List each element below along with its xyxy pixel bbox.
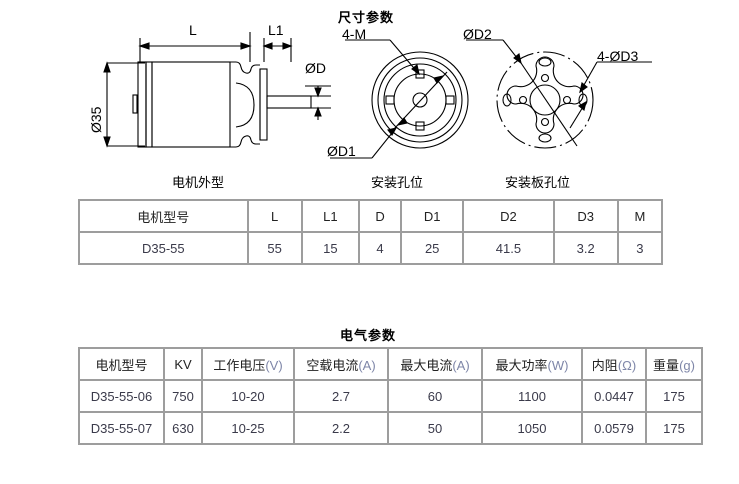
electrical-header-cell-0: 电机型号: [80, 349, 163, 379]
header-unit: (W): [547, 357, 569, 373]
electrical-header-cell-6: 内阻(Ω): [583, 349, 645, 379]
caption-mounting-holes: 安装孔位: [371, 175, 424, 190]
header-unit: (g): [679, 357, 695, 373]
label-body-diameter: Ø35: [88, 106, 104, 133]
label-D2: ØD2: [463, 26, 492, 42]
dimension-cell-0-0: D35-55: [80, 233, 247, 263]
dimension-cell-0-4: 25: [402, 233, 463, 263]
dimension-cell-0-1: 55: [248, 233, 301, 263]
dimension-header-cell-4: D1: [402, 201, 463, 231]
dimension-cell-0-2: 15: [302, 233, 358, 263]
dimension-header-cell-3: D: [359, 201, 401, 231]
dimension-header-cell-1: L: [248, 201, 301, 231]
label-length-L: L: [189, 22, 197, 38]
electrical-cell-1-5: 1050: [483, 413, 581, 443]
dimension-cell-0-7: 3: [618, 233, 661, 263]
dimension-header-cell-6: D3: [554, 201, 617, 231]
electrical-cell-0-1: 750: [165, 381, 201, 411]
electrical-cell-1-2: 10-25: [203, 413, 293, 443]
technical-drawing-svg: [103, 32, 652, 159]
electrical-header-cell-3: 空载电流(A): [295, 349, 387, 379]
dimension-section-title: 尺寸参数: [338, 10, 395, 25]
dimension-header-cell-5: D2: [464, 201, 553, 231]
electrical-header-cell-4: 最大电流(A): [389, 349, 481, 379]
label-4-D3: 4-ØD3: [597, 48, 639, 64]
header-unit: (A): [452, 357, 470, 373]
electrical-cell-1-7: 175: [647, 413, 701, 443]
electrical-header-cell-7: 重量(g): [647, 349, 701, 379]
electrical-cell-0-7: 175: [647, 381, 701, 411]
electrical-header-cell-1: KV: [165, 349, 201, 379]
electrical-cell-0-0: D35-55-06: [80, 381, 163, 411]
electrical-cell-0-3: 2.7: [295, 381, 387, 411]
label-shaft-diameter: ØD: [305, 60, 326, 76]
technical-drawing-area: 尺寸参数 L L1 Ø35 ØD 4-M ØD1 ØD2 4-ØD3 电机外型 …: [0, 0, 739, 196]
dimension-cell-0-5: 41.5: [464, 233, 553, 263]
header-unit: (Ω): [617, 357, 637, 373]
electrical-cell-0-4: 60: [389, 381, 481, 411]
label-4-M: 4-M: [342, 26, 367, 42]
electrical-header-cell-5: 最大功率(W): [483, 349, 581, 379]
caption-mounting-plate-holes: 安装板孔位: [505, 175, 571, 190]
electrical-cell-1-4: 50: [389, 413, 481, 443]
label-D1: ØD1: [327, 143, 356, 159]
electrical-section-title: 电气参数: [340, 328, 397, 343]
dimension-header-cell-0: 电机型号: [80, 201, 247, 231]
dimension-cell-0-3: 4: [359, 233, 401, 263]
electrical-cell-0-2: 10-20: [203, 381, 293, 411]
electrical-cell-1-0: D35-55-07: [80, 413, 163, 443]
dimension-header-cell-2: L1: [302, 201, 358, 231]
dimension-cell-0-6: 3.2: [554, 233, 617, 263]
dimension-header-cell-7: M: [618, 201, 661, 231]
electrical-cell-0-5: 1100: [483, 381, 581, 411]
header-unit: (A): [358, 357, 376, 373]
electrical-header-cell-2: 工作电压(V): [203, 349, 293, 379]
electrical-cell-0-6: 0.0447: [583, 381, 645, 411]
electrical-cell-1-3: 2.2: [295, 413, 387, 443]
label-length-L1: L1: [268, 22, 284, 38]
electrical-cell-1-6: 0.0579: [583, 413, 645, 443]
electrical-cell-1-1: 630: [165, 413, 201, 443]
caption-motor-profile: 电机外型: [172, 175, 225, 190]
header-unit: (V): [265, 357, 283, 373]
